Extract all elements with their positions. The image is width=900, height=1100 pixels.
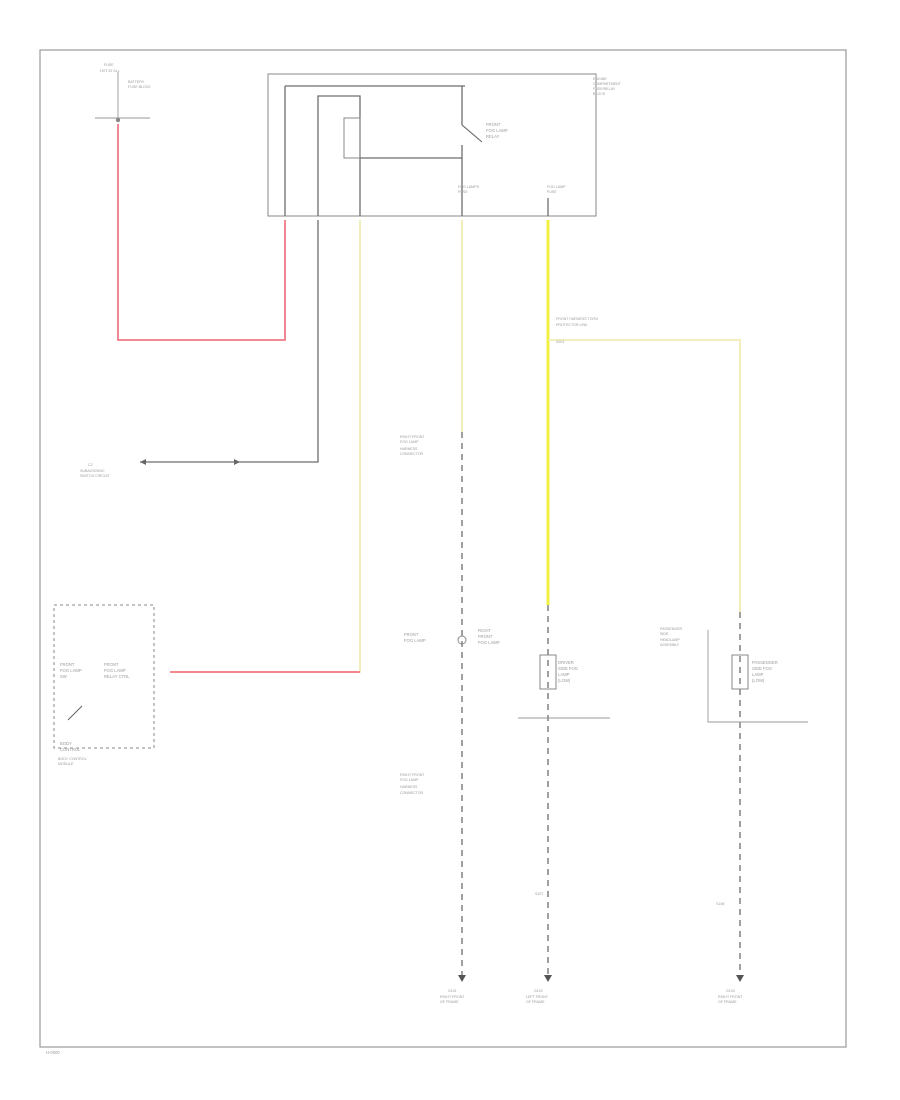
ground-g101: G101 RIGHT FRONT OF FRAME — [440, 975, 466, 1004]
relay-splice: C2 SUBAGS/SINC SWITCH CIRCUIT — [80, 459, 240, 478]
svg-text:G102: G102 — [534, 989, 543, 993]
svg-text:ASSEMBLY: ASSEMBLY — [660, 643, 680, 647]
page-id: H-0000 — [46, 1050, 60, 1055]
svg-text:FUSE: FUSE — [104, 63, 114, 67]
fog-splice-label: FRONT HARNESS TO/SX PROTECTOR LINK S201 — [556, 317, 599, 344]
svg-text:LEFT FRONT: LEFT FRONT — [526, 995, 549, 999]
svg-text:FOG LAMP: FOG LAMP — [486, 128, 508, 133]
svg-text:OF FRAME: OF FRAME — [440, 1000, 459, 1004]
passenger-fog-feed-wire — [548, 339, 741, 612]
svg-text:(LOW): (LOW) — [558, 678, 571, 683]
svg-text:HARNESS: HARNESS — [400, 785, 418, 789]
svg-text:BODY CONTROL: BODY CONTROL — [58, 757, 87, 761]
svg-text:SWITCH CIRCUIT: SWITCH CIRCUIT — [80, 474, 111, 478]
svg-text:FUSE BLOCK: FUSE BLOCK — [128, 85, 151, 89]
svg-text:RIGHT FRONT: RIGHT FRONT — [718, 995, 743, 999]
svg-text:OF FRAME: OF FRAME — [526, 1000, 545, 1004]
svg-text:CONNECTOR: CONNECTOR — [400, 791, 423, 795]
svg-text:PASSENGER: PASSENGER — [660, 627, 683, 631]
svg-text:HARNESS: HARNESS — [400, 447, 418, 451]
svg-text:FRONT: FRONT — [404, 632, 419, 637]
svg-text:FOG LAMPS: FOG LAMPS — [458, 185, 480, 189]
svg-text:SIDE FOG: SIDE FOG — [752, 666, 772, 671]
svg-text:FRONT: FRONT — [104, 662, 119, 667]
svg-text:BODY: BODY — [60, 741, 72, 746]
battery-feed-wire — [117, 124, 286, 341]
svg-text:FOG LAMP: FOG LAMP — [404, 638, 426, 643]
svg-text:FRONT: FRONT — [478, 634, 493, 639]
body-control-module: FRONT FOG LAMP SW FRONT FOG LAMP RELAY C… — [53, 604, 155, 766]
svg-text:SUBAGS/SINC: SUBAGS/SINC — [80, 469, 105, 473]
relay-control-wire — [140, 220, 319, 463]
svg-text:C2: C2 — [88, 463, 93, 467]
svg-text:PROTECTOR LINK: PROTECTOR LINK — [556, 323, 588, 327]
fog-lamp-switch-wire — [170, 220, 361, 673]
driver-fog-lamp: DRIVER SIDE FOG LAMP (LOW) S107 — [518, 654, 610, 896]
svg-text:RELAY: RELAY — [486, 134, 500, 139]
diagram-frame — [39, 49, 847, 1048]
svg-text:SIDE: SIDE — [660, 632, 669, 636]
svg-text:CONNECTOR: CONNECTOR — [400, 452, 423, 456]
svg-text:FOG LAMP: FOG LAMP — [400, 778, 419, 782]
svg-text:PASSENGER: PASSENGER — [752, 660, 778, 665]
svg-text:FRONT: FRONT — [60, 662, 75, 667]
svg-text:CONTROL: CONTROL — [60, 747, 81, 752]
ground-g102: G102 LEFT FRONT OF FRAME — [526, 975, 552, 1004]
svg-text:FOG LAMP: FOG LAMP — [104, 668, 126, 673]
ground-g103: G103 RIGHT FRONT OF FRAME — [718, 975, 744, 1004]
battery-fuse-source: FUSE HOT AT ALL BATTERY FUSE BLOCK — [95, 63, 151, 123]
svg-text:FRONT: FRONT — [486, 122, 501, 127]
svg-text:FOG LAMP: FOG LAMP — [478, 640, 500, 645]
svg-text:FUSE: FUSE — [547, 190, 557, 194]
svg-text:RELAY CTRL: RELAY CTRL — [104, 674, 130, 679]
svg-text:BATTERY: BATTERY — [128, 80, 145, 84]
svg-text:G103: G103 — [726, 989, 735, 993]
svg-text:S107: S107 — [535, 892, 543, 896]
svg-text:RIGHT FRONT: RIGHT FRONT — [400, 435, 425, 439]
svg-text:LAMP: LAMP — [558, 672, 570, 677]
svg-text:RIGHT FRONT: RIGHT FRONT — [440, 995, 465, 999]
svg-text:FRONT HARNESS TO/SX: FRONT HARNESS TO/SX — [556, 317, 599, 321]
svg-text:SW: SW — [60, 674, 67, 679]
svg-text:RIGHT: RIGHT — [478, 628, 491, 633]
svg-text:DRIVER: DRIVER — [558, 660, 574, 665]
svg-text:LAMP: LAMP — [752, 672, 764, 677]
svg-text:FUSE/RELAY: FUSE/RELAY — [593, 87, 616, 91]
passenger-fog-lamp: PASSENGER SIDE HEADLAMP ASSEMBLY PASSENG… — [660, 627, 808, 906]
svg-text:FOG LAMP: FOG LAMP — [547, 185, 566, 189]
svg-text:HOT AT ALL: HOT AT ALL — [100, 69, 120, 73]
svg-text:FOG LAMP: FOG LAMP — [60, 668, 82, 673]
svg-text:RIGHT FRONT: RIGHT FRONT — [400, 773, 425, 777]
svg-text:ENGINE: ENGINE — [593, 77, 607, 81]
svg-text:S201: S201 — [556, 340, 564, 344]
svg-text:SIDE FOG: SIDE FOG — [558, 666, 578, 671]
svg-text:MODULE: MODULE — [58, 762, 74, 766]
svg-text:FOG LAMP: FOG LAMP — [400, 440, 419, 444]
svg-text:COMPARTMENT: COMPARTMENT — [593, 82, 622, 86]
svg-text:(LOW): (LOW) — [752, 678, 765, 683]
svg-text:HEADLAMP: HEADLAMP — [660, 638, 680, 642]
svg-text:G101: G101 — [448, 989, 457, 993]
front-fog-lamp-connector: RIGHT FRONT FOG LAMP HARNESS CONNECTOR F… — [400, 435, 500, 795]
svg-text:BLOCK: BLOCK — [593, 92, 606, 96]
svg-text:S108: S108 — [716, 902, 724, 906]
svg-text:OF FRAME: OF FRAME — [718, 1000, 737, 1004]
svg-text:FUSE: FUSE — [458, 190, 468, 194]
front-fog-relay-module: ENGINE COMPARTMENT FUSE/RELAY BLOCK FRON… — [267, 73, 622, 217]
